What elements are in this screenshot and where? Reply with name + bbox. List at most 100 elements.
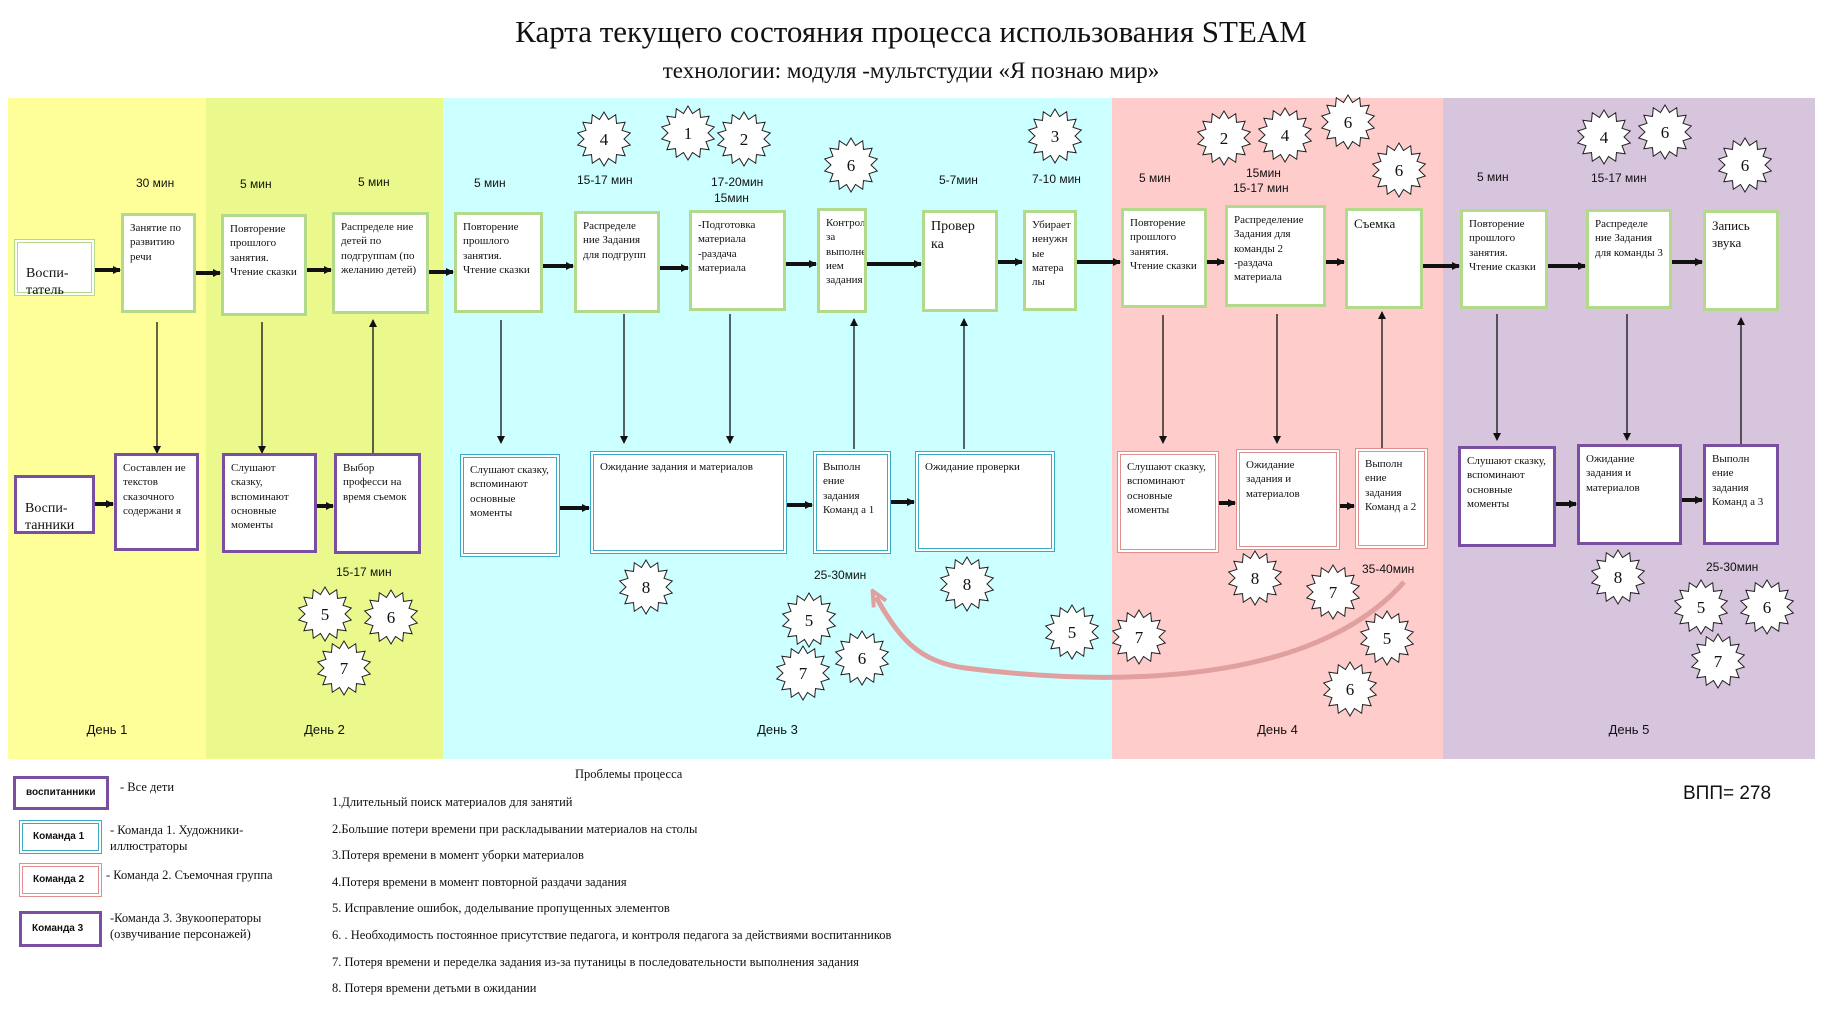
day-column-3: День 3 <box>443 98 1112 759</box>
problem-star: 7 <box>1690 633 1746 689</box>
day-label: День 4 <box>1257 722 1298 737</box>
legend-text: - Все дети <box>120 780 175 794</box>
star-number: 6 <box>1395 161 1404 180</box>
process-step: Контроль за выполнен ием задания <box>817 208 867 313</box>
star-number: 6 <box>387 608 396 627</box>
problem-star: 6 <box>1322 661 1378 717</box>
problem-star: 8 <box>1590 549 1646 605</box>
legend-text: - Команда 1. Художники-иллюстраторы <box>110 823 244 853</box>
problem-star: 7 <box>775 645 831 701</box>
star-shape <box>1673 579 1729 635</box>
process-step: Слушают сказку, вспоминают основные моме… <box>1117 451 1219 553</box>
star-shape <box>1717 137 1773 193</box>
time-label: 15мин <box>1246 166 1281 180</box>
legend-text: - Команда 2. Съемочная группа <box>106 868 273 882</box>
process-step: Слушают сказку, вспоминают основные моме… <box>1458 446 1556 547</box>
star-number: 7 <box>1714 652 1723 671</box>
process-step: -Подготовка материала -раздача материала <box>689 210 786 311</box>
process-step: Ожидание проверки <box>915 451 1055 552</box>
star-shape <box>1322 661 1378 717</box>
problem-star: 4 <box>1257 107 1313 163</box>
time-label: 5-7мин <box>939 173 978 187</box>
time-label: 15мин <box>714 191 749 205</box>
star-number: 3 <box>1051 127 1060 146</box>
vertical-arrows <box>153 311 1745 454</box>
day-column-2: День 2 <box>206 98 443 759</box>
time-label: 5 мин <box>1139 171 1171 185</box>
time-label: 35-40мин <box>1362 562 1415 576</box>
star-shape <box>660 105 716 161</box>
star-shape <box>1739 579 1795 635</box>
problem-item: 7. Потеря времени и переделка задания из… <box>332 955 859 969</box>
process-step: Повторение прошлого занятия. Чтение сказ… <box>1460 209 1548 309</box>
star-shape <box>1359 610 1415 666</box>
legend-box-team1: Команда 1 <box>19 820 102 854</box>
flow-arrows-bottom <box>95 496 1703 512</box>
star-number: 7 <box>1135 628 1144 647</box>
problem-star: 1 <box>660 105 716 161</box>
star-number: 8 <box>1614 568 1623 587</box>
time-label: 17-20мин <box>711 175 764 189</box>
time-label: 7-10 мин <box>1032 172 1081 186</box>
legend-box-children: воспитанники <box>13 776 109 810</box>
star-shape <box>1196 110 1252 166</box>
star-shape <box>316 640 372 696</box>
process-step: Составлен ие текстов сказочного содержан… <box>114 453 199 551</box>
star-number: 6 <box>1741 156 1750 175</box>
problem-item: 8. Потеря времени детьми в ожидании <box>332 981 537 995</box>
time-label: 15-17 мин <box>336 565 392 579</box>
star-shape <box>297 586 353 642</box>
process-step: Слушают сказку, вспоминают основные моме… <box>222 453 317 553</box>
star-shape <box>1227 550 1283 606</box>
diagram-subtitle: технологии: модуля -мультстудии «Я позна… <box>662 58 1160 83</box>
problems-title: Проблемы процесса <box>575 767 683 781</box>
star-number: 7 <box>340 659 349 678</box>
time-label: 25-30мин <box>814 568 867 582</box>
star-shape <box>1111 609 1167 665</box>
process-step: Повторение прошлого занятия. Чтение сказ… <box>221 214 307 316</box>
star-shape <box>363 589 419 645</box>
problem-star: 8 <box>939 556 995 612</box>
process-step: Повторение прошлого занятия. Чтение сказ… <box>1121 208 1207 308</box>
problem-star: 8 <box>1227 550 1283 606</box>
star-number: 7 <box>799 664 808 683</box>
problem-star: 6 <box>1739 579 1795 635</box>
problem-star: 6 <box>1320 94 1376 150</box>
star-shape <box>834 630 890 686</box>
star-number: 6 <box>1344 113 1353 132</box>
day-label: День 5 <box>1608 722 1650 737</box>
star-shape <box>1305 564 1361 620</box>
process-step: Провер ка <box>922 210 998 312</box>
role-teacher-label: Воспи- татель <box>26 265 69 299</box>
problem-item: 3.Потеря времени в момент уборки материа… <box>332 848 584 862</box>
problem-item: 2.Большие потери времени при раскладыван… <box>332 822 698 836</box>
time-label: 5 мин <box>358 175 390 189</box>
problem-star: 6 <box>834 630 890 686</box>
star-number: 4 <box>600 130 609 149</box>
star-number: 2 <box>740 130 749 149</box>
problem-star: 5 <box>1359 610 1415 666</box>
star-number: 8 <box>1251 569 1260 588</box>
problem-star: 6 <box>1371 142 1427 198</box>
star-number: 1 <box>684 124 693 143</box>
process-step: Убирает ненужн ые матера лы <box>1023 210 1077 311</box>
star-number: 6 <box>847 156 856 175</box>
process-step: Съемка <box>1345 208 1423 309</box>
problem-star: 4 <box>576 111 632 167</box>
star-number: 6 <box>1763 598 1772 617</box>
process-step: Ожидание задания и материалов <box>1577 444 1682 545</box>
process-step: Запись звука <box>1703 210 1779 311</box>
day-column-5: День 5 <box>1443 98 1815 759</box>
vpp-value: ВПП= 278 <box>1683 783 1772 804</box>
process-step: Распределе ние Задания для команды 3 <box>1586 209 1672 309</box>
star-shape <box>781 592 837 648</box>
rework-arrow <box>876 580 1406 680</box>
day-label: День 1 <box>86 722 128 737</box>
star-shape <box>716 111 772 167</box>
problem-star: 6 <box>823 137 879 193</box>
problem-item: 1.Длительный поиск материалов для заняти… <box>332 795 573 809</box>
process-step: Выполн ение задания Команд а 2 <box>1355 448 1428 549</box>
star-shape <box>1637 104 1693 160</box>
process-step: Распределе ние Задания для подгрупп <box>574 211 660 313</box>
